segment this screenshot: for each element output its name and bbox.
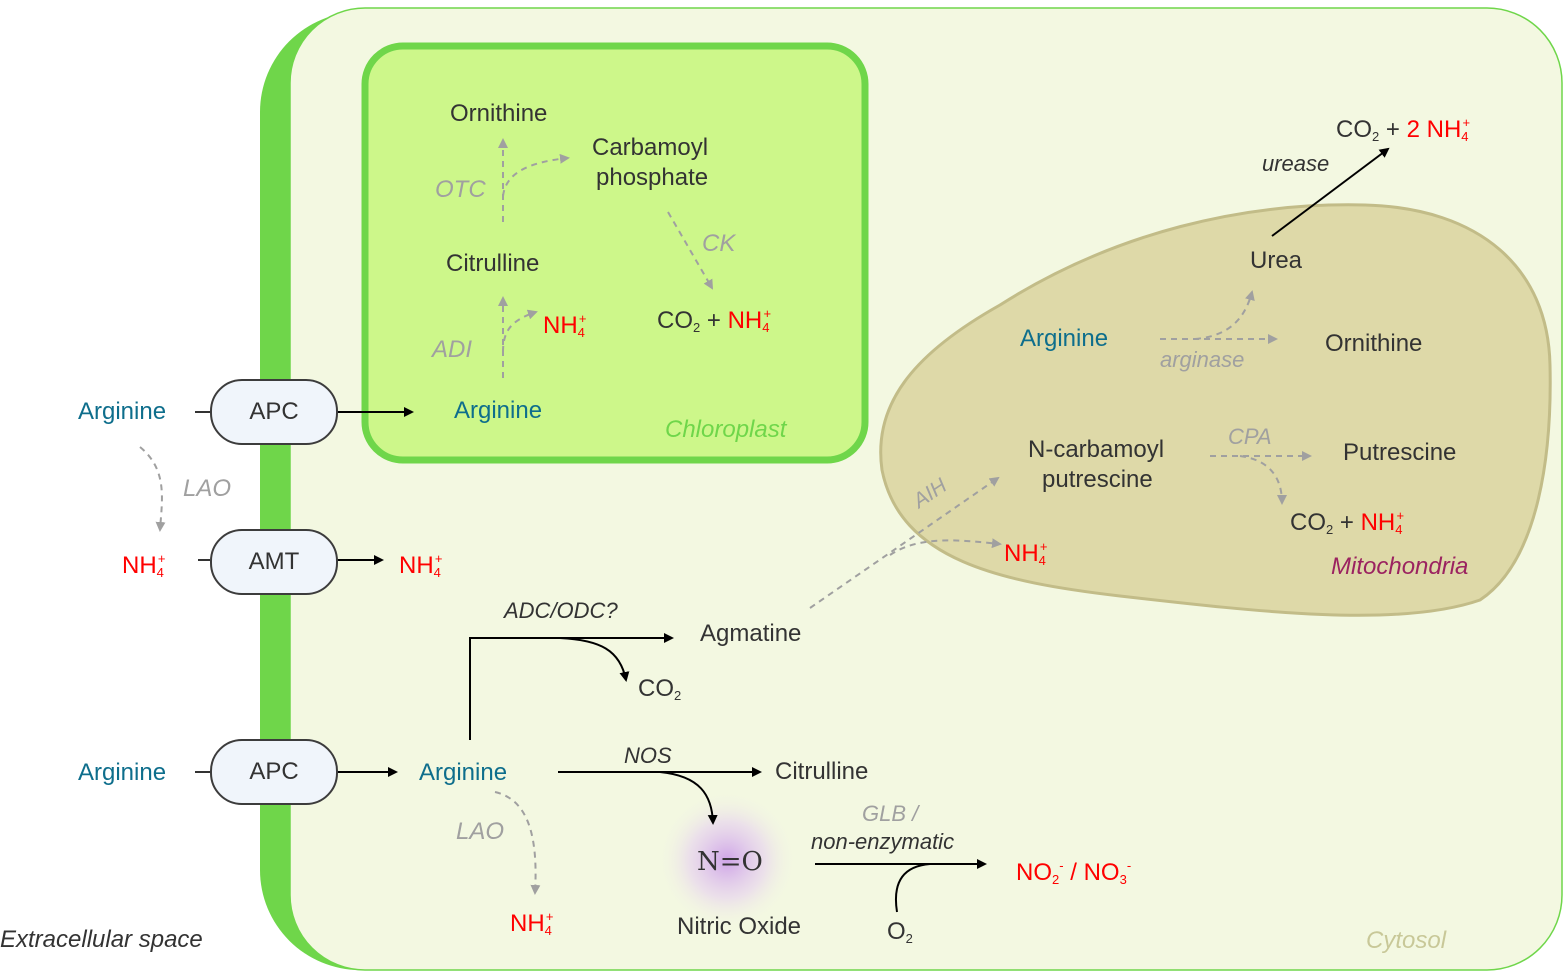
extracellular-space-label: Extracellular space [0,926,203,953]
amt-transporter: AMT [210,529,338,595]
nh4-extracellular: NH4+ [122,551,166,580]
otc-label: OTC [435,176,486,203]
lao-cytosol-arrow [494,791,541,895]
arginine-mitochondria: Arginine [1020,325,1109,352]
arginine-cytosol: Arginine [419,759,508,786]
arginase-label: arginase [1160,347,1245,372]
lao-extracellular-arrow [139,446,166,532]
urease-label: urease [1262,151,1330,176]
nos-label: NOS [624,743,672,768]
non-enzymatic-label: non-enzymatic [811,829,955,854]
co2-2nh4-urease: CO2 + 2 NH4+ [1336,115,1471,144]
lao-cytosol-label: LAO [456,818,505,845]
ck-label: CK [702,230,736,257]
urea-label: Urea [1250,247,1303,274]
mitochondria-compartment [879,203,1552,617]
nh4-aih: NH4+ [1004,539,1048,568]
adc-odc-arrow [469,633,674,740]
cytosol-label: Cytosol [1366,927,1447,954]
nos-no-arrow [659,771,718,825]
cpa-co2-arrow [1239,455,1287,505]
adc-odc-label: ADC/ODC? [504,598,618,623]
lao-extracellular-label: LAO [183,475,232,502]
no2-no3-label: NO2- / NO3- [1016,858,1132,887]
aih-arrow [809,476,1000,609]
urease-arrow [1271,147,1390,237]
n-carbamoyl-label: N-carbamoyl [1028,436,1165,463]
putrescine-product: Putrescine [1343,439,1457,466]
adi-label: ADI [432,336,473,363]
nh4-imported: NH4+ [399,551,443,580]
aih-nh4-arrow [889,538,1002,556]
ornithine-chloroplast: Ornithine [450,100,548,127]
glb-label: GLB / [862,801,919,826]
ornithine-mitochondria: Ornithine [1325,330,1423,357]
chloroplast-label: Chloroplast [665,416,787,443]
o2-arrow [894,863,931,913]
apc-transporter-bottom: APC [210,739,338,805]
apc-transporter-top: APC [210,379,338,445]
citrulline-cytosol: Citrulline [775,758,869,785]
co2-nh4-cpa: CO2 + NH4+ [1290,508,1405,537]
chloroplast-compartment [361,42,869,464]
adi-nh4-arrow [502,309,538,353]
otc-carbamoyl-arrow [502,153,570,197]
co2-adc: CO2 [638,675,682,703]
arginine-extracellular-top: Arginine [78,398,167,425]
nitric-oxide-formula: N=O [697,847,763,877]
nitric-oxide-label: Nitric Oxide [677,913,802,940]
nh4-cytosol: NH4+ [510,909,554,938]
co2-nh4-chloroplast: CO2 + NH4+ [657,306,772,335]
arginase-urea-arrow [1194,290,1255,340]
nitric-oxide-glow [657,790,797,930]
phosphate-label: phosphate [596,164,709,191]
citrulline-chloroplast: Citrulline [446,250,540,277]
ck-arrow [667,211,714,290]
o2-label: O2 [887,918,913,946]
cpa-label: CPA [1228,424,1272,449]
agmatine-label: Agmatine [700,620,802,647]
arginine-extracellular-bottom: Arginine [78,759,167,786]
nh4-chloroplast: NH4+ [543,311,587,340]
adc-co2-arrow [559,637,630,682]
arginine-chloroplast: Arginine [454,397,543,424]
putrescine-line2: putrescine [1042,466,1153,493]
mitochondria-label: Mitochondria [1331,553,1469,580]
carbamoyl-label: Carbamoyl [592,134,709,161]
